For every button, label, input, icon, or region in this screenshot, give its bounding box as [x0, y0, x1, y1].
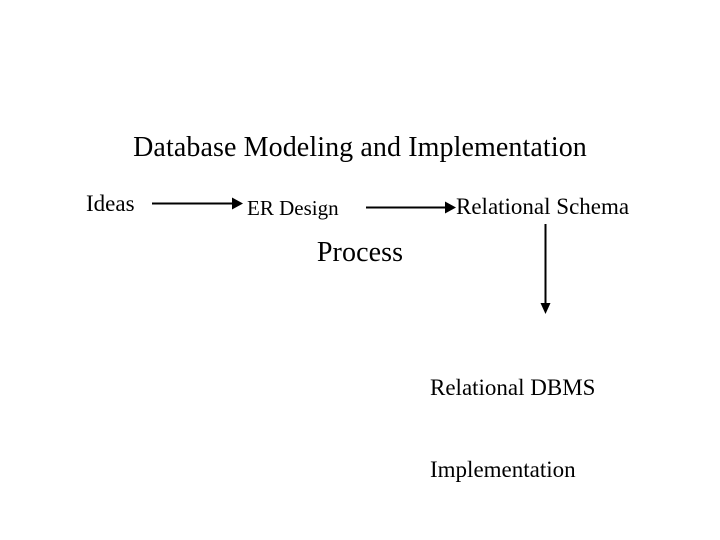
- page-title-line-1: Database Modeling and Implementation: [133, 132, 587, 163]
- flow-node-ideas: Ideas: [86, 191, 135, 216]
- flow-node-relational-dbms-implementation: Relational DBMS Implementation: [430, 320, 595, 537]
- flow-node-dbms-line-2: Implementation: [430, 456, 576, 482]
- flow-node-relational-schema: Relational Schema: [456, 194, 630, 219]
- page-title: Database Modeling and Implementation Pro…: [60, 60, 660, 340]
- flow-node-er-design: ER Design: [247, 196, 339, 220]
- page-title-line-2: Process: [316, 237, 404, 268]
- flow-node-dbms-line-1: Relational DBMS: [430, 375, 596, 401]
